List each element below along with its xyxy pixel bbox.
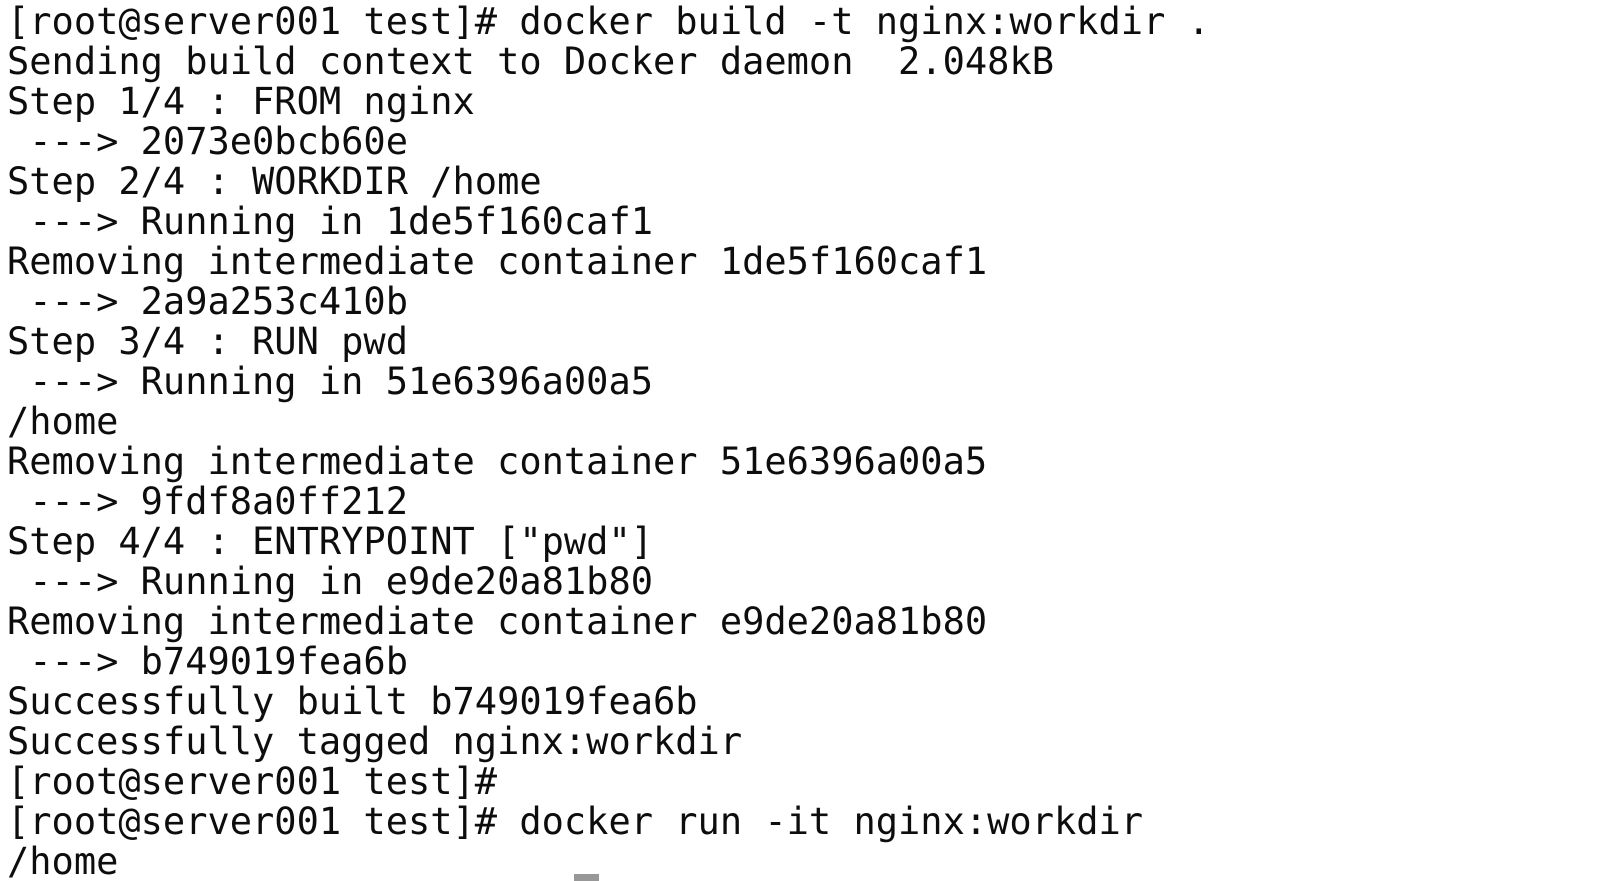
terminal-line: Step 2/4 : WORKDIR /home: [7, 160, 542, 203]
terminal-line: Step 1/4 : FROM nginx: [7, 80, 475, 123]
terminal-line: [root@server001 test]# docker build -t n…: [7, 0, 1210, 43]
terminal-line: /home: [7, 400, 119, 443]
terminal-line: [root@server001 test]#: [7, 760, 498, 803]
terminal-line: [root@server001 test]# docker run -it ng…: [7, 800, 1144, 843]
terminal-line: Removing intermediate container 51e6396a…: [7, 440, 988, 483]
terminal-line: ---> Running in 51e6396a00a5: [7, 360, 654, 403]
terminal-line: ---> 2a9a253c410b: [7, 280, 408, 323]
terminal-line: Successfully built b749019fea6b: [7, 680, 698, 723]
terminal-line: Successfully tagged nginx:workdir: [7, 720, 743, 763]
terminal-line: ---> b749019fea6b: [7, 640, 408, 683]
terminal-line: ---> 2073e0bcb60e: [7, 120, 408, 163]
terminal-line: ---> Running in 1de5f160caf1: [7, 200, 654, 243]
terminal-line: Removing intermediate container e9de20a8…: [7, 600, 988, 643]
terminal-line: Step 4/4 : ENTRYPOINT ["pwd"]: [7, 520, 654, 563]
terminal-cursor: [574, 874, 599, 881]
terminal-line: Sending build context to Docker daemon 2…: [7, 40, 1054, 83]
terminal-line: Step 3/4 : RUN pwd: [7, 320, 408, 363]
terminal-line: ---> 9fdf8a0ff212: [7, 480, 408, 523]
terminal-line: ---> Running in e9de20a81b80: [7, 560, 654, 603]
terminal-line: /home: [7, 840, 119, 881]
terminal-line: Removing intermediate container 1de5f160…: [7, 240, 988, 283]
terminal-output: [root@server001 test]# docker build -t n…: [7, 2, 1600, 881]
